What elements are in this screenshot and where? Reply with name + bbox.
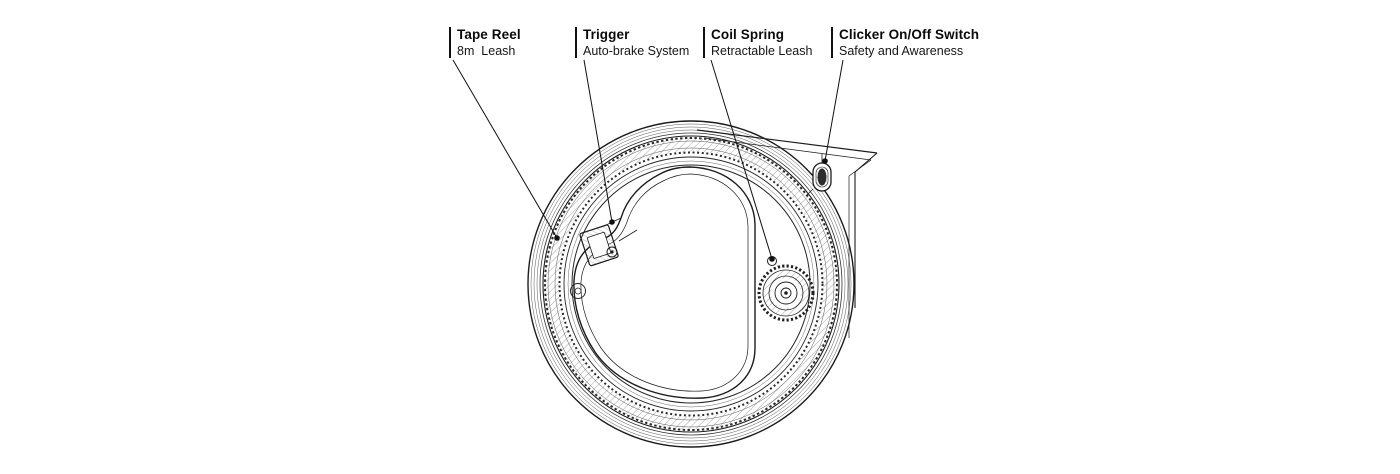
callout-trigger: Trigger Auto-brake System bbox=[575, 27, 689, 58]
leader-lines bbox=[452, 59, 844, 262]
leader-line-coil-spring bbox=[710, 59, 775, 262]
callout-clicker-switch-title: Clicker On/Off Switch bbox=[839, 27, 980, 42]
leader-line-tape-reel bbox=[452, 59, 560, 241]
screw-boss bbox=[570, 283, 586, 299]
callout-coil-spring-subtitle: Retractable Leash bbox=[711, 43, 813, 58]
coil-spring-gear bbox=[757, 256, 815, 322]
housing-shell bbox=[527, 120, 855, 448]
inner-plate-rings bbox=[563, 156, 819, 412]
leader-line-clicker-switch bbox=[822, 59, 844, 164]
leader-line-trigger bbox=[583, 59, 615, 225]
tape-exit-profile bbox=[696, 129, 878, 338]
callout-tape-reel-subtitle: 8m Leash bbox=[457, 43, 516, 58]
clicker-switch bbox=[805, 154, 832, 197]
callout-tape-reel-title: Tape Reel bbox=[457, 27, 521, 42]
tape-reel-band bbox=[544, 137, 838, 431]
callout-clicker-switch: Clicker On/Off Switch Safety and Awarene… bbox=[831, 27, 979, 58]
callout-tape-reel: Tape Reel 8m Leash bbox=[449, 27, 521, 58]
callout-coil-spring: Coil Spring Retractable Leash bbox=[703, 27, 812, 58]
callout-trigger-subtitle: Auto-brake System bbox=[583, 43, 690, 58]
trigger-mechanism bbox=[579, 217, 638, 267]
handle-grip-cutout bbox=[573, 166, 756, 399]
callout-coil-spring-title: Coil Spring bbox=[711, 27, 785, 42]
callout-trigger-title: Trigger bbox=[583, 27, 630, 42]
callout-clicker-switch-subtitle: Safety and Awareness bbox=[839, 43, 964, 58]
